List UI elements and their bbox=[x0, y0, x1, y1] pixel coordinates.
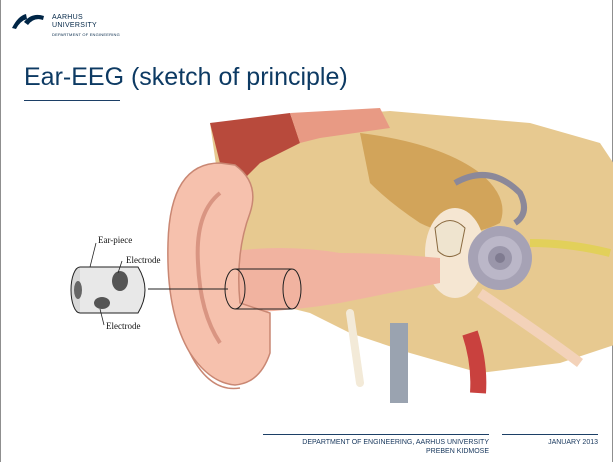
ear-anatomy-illustration: Ear-piece Electrode Electrode bbox=[60, 103, 613, 403]
footer-date: JANUARY 2013 bbox=[502, 438, 598, 447]
electrode-top-pad bbox=[112, 271, 128, 291]
label-earpiece: Ear-piece bbox=[98, 235, 132, 245]
aarhus-seal-icon bbox=[10, 10, 46, 32]
footer-rule-right bbox=[502, 434, 598, 435]
earpiece-sketch-body bbox=[80, 267, 145, 313]
footer-rule-left bbox=[263, 434, 489, 435]
logo-text-university: UNIVERSITY bbox=[52, 22, 97, 30]
footer-author: PREBEN KIDMOSE bbox=[263, 447, 489, 456]
page-title: Ear-EEG (sketch of principle) bbox=[24, 63, 348, 92]
label-electrode-top: Electrode bbox=[126, 255, 160, 265]
title-underline bbox=[24, 100, 120, 101]
logo-text-aarhus: AARHUS bbox=[52, 14, 83, 22]
university-logo: AARHUS UNIVERSITY DEPARTMENT OF ENGINEER… bbox=[10, 10, 170, 50]
footer-department: DEPARTMENT OF ENGINEERING, AARHUS UNIVER… bbox=[263, 438, 489, 447]
label-electrode-bottom: Electrode bbox=[106, 321, 140, 331]
slide-left-border bbox=[0, 0, 1, 462]
electrode-bottom-pad bbox=[94, 297, 110, 309]
electrode-front-pad bbox=[74, 281, 82, 299]
ossicles bbox=[435, 221, 465, 257]
internal-jugular bbox=[390, 323, 408, 403]
logo-text-department: DEPARTMENT OF ENGINEERING bbox=[52, 32, 120, 37]
cochlea-core bbox=[495, 253, 505, 263]
carotid-artery bbox=[470, 333, 478, 393]
earpiece-label-leader bbox=[90, 243, 96, 267]
